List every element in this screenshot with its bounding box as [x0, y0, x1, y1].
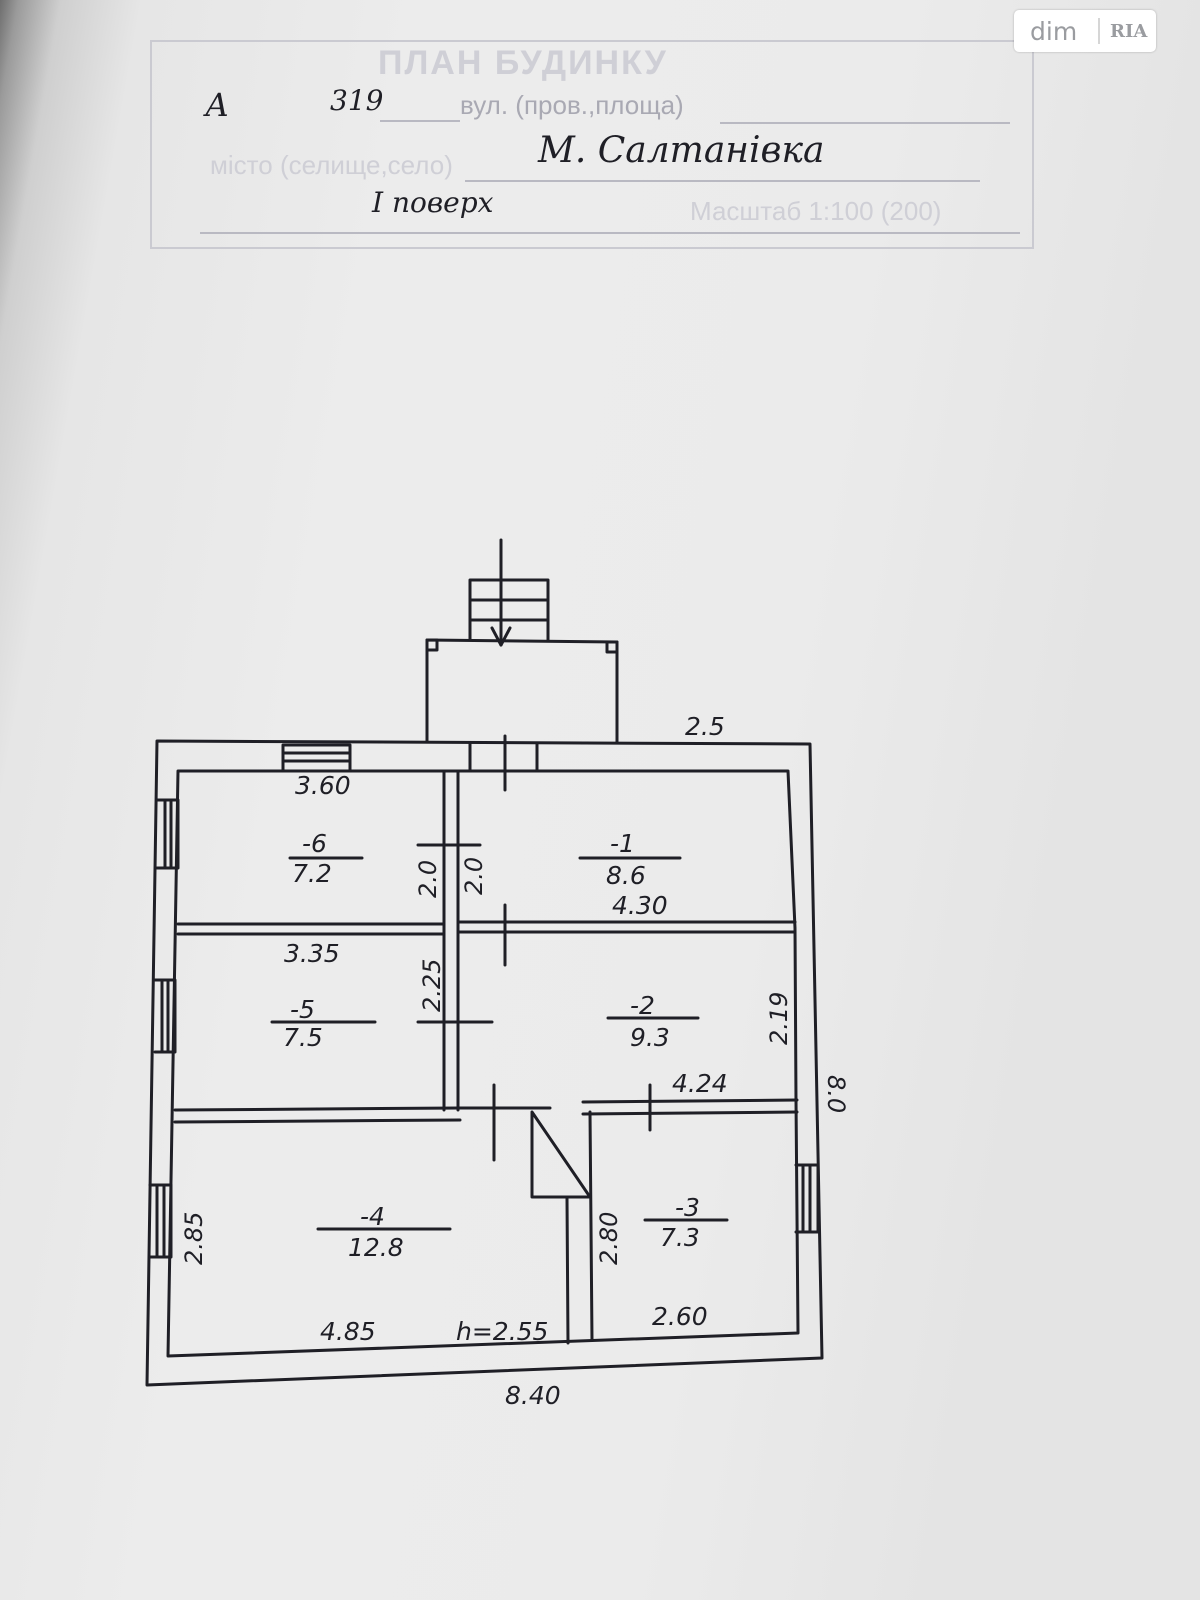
- porch-wall: [425, 638, 619, 744]
- handwritten-letter: А: [205, 86, 230, 124]
- room-1-number: -1: [610, 829, 635, 858]
- dim-room5-height: 2.25: [418, 959, 446, 1012]
- partition-wall: [456, 920, 797, 934]
- dim-porch-width: 2.5: [685, 712, 725, 741]
- logo-ria-text: RIA: [1110, 21, 1148, 42]
- room-4-area: 12.8: [348, 1233, 404, 1262]
- porch-post: [605, 640, 619, 654]
- dim-room4-width: 4.85: [320, 1317, 376, 1346]
- partition-wall: [176, 922, 446, 936]
- room-4-number: -4: [360, 1202, 385, 1231]
- room-2-area: 9.3: [630, 1023, 670, 1052]
- logo-dim-text: dim: [1030, 17, 1078, 46]
- dim-total-width: 8.40: [505, 1381, 561, 1410]
- door: [468, 742, 539, 773]
- handwritten-town: М. Салтанівка: [538, 130, 825, 171]
- dim-room4-height: 2.85: [180, 1212, 208, 1265]
- handwritten-number: 319: [330, 84, 384, 117]
- room-5-number: -5: [290, 995, 315, 1024]
- stamp-town-label: місто (селище,село): [210, 150, 453, 180]
- dim-room3-height: 2.80: [595, 1212, 623, 1265]
- partition-wall: [456, 1098, 799, 1116]
- dim-ceiling-height: h=2.55: [456, 1317, 548, 1346]
- porch-post: [425, 638, 439, 652]
- stamp-rule: [720, 122, 1010, 124]
- partition-wall: [565, 1196, 570, 1345]
- room-6-area: 7.2: [292, 859, 332, 888]
- handwritten-floor: I поверх: [372, 186, 494, 219]
- dim-room6-height-a: 2.0: [414, 860, 442, 898]
- stamp-scale-label: Масштаб 1:100 (200): [690, 196, 942, 226]
- window: [281, 743, 352, 773]
- room-5-area: 7.5: [283, 1023, 323, 1052]
- dim-room5-width: 3.35: [284, 939, 340, 968]
- outer-wall: [145, 739, 824, 1387]
- partition-wall: [173, 1106, 462, 1124]
- entry-arrow-head: [490, 626, 512, 647]
- window: [155, 798, 180, 870]
- porch-steps: [468, 578, 550, 642]
- partition-wall: [588, 1110, 594, 1342]
- room-3-number: -3: [675, 1193, 700, 1222]
- stamp-header: ПЛАН БУДИНКУ: [378, 44, 668, 82]
- room-2-number: -2: [630, 991, 655, 1020]
- window: [153, 978, 177, 1054]
- stamp-street-label: вул. (пров.,площа): [460, 90, 684, 120]
- dim-room6-height-b: 2.0: [460, 857, 488, 895]
- window: [794, 1163, 820, 1234]
- stair-triangle: [530, 1110, 592, 1199]
- room-6-number: -6: [302, 829, 327, 858]
- dimria-logo: dim RIA: [1014, 10, 1156, 52]
- window: [148, 1183, 173, 1259]
- stamp-frame: [150, 40, 1034, 249]
- dim-room2-width: 4.24: [672, 1069, 728, 1098]
- stamp-rule: [465, 180, 980, 182]
- room-3-area: 7.3: [660, 1223, 700, 1252]
- dim-room1-width: 4.30: [612, 891, 668, 920]
- dim-total-height: 8.0: [822, 1075, 850, 1113]
- logo-divider: [1098, 18, 1100, 44]
- dim-room6-width: 3.60: [295, 771, 351, 800]
- room-1-area: 8.6: [606, 861, 646, 890]
- dim-room2-height: 2.19: [765, 992, 793, 1045]
- dim-room3-width: 2.60: [652, 1302, 708, 1331]
- stamp-rule: [380, 120, 460, 122]
- stamp-rule: [200, 232, 1020, 234]
